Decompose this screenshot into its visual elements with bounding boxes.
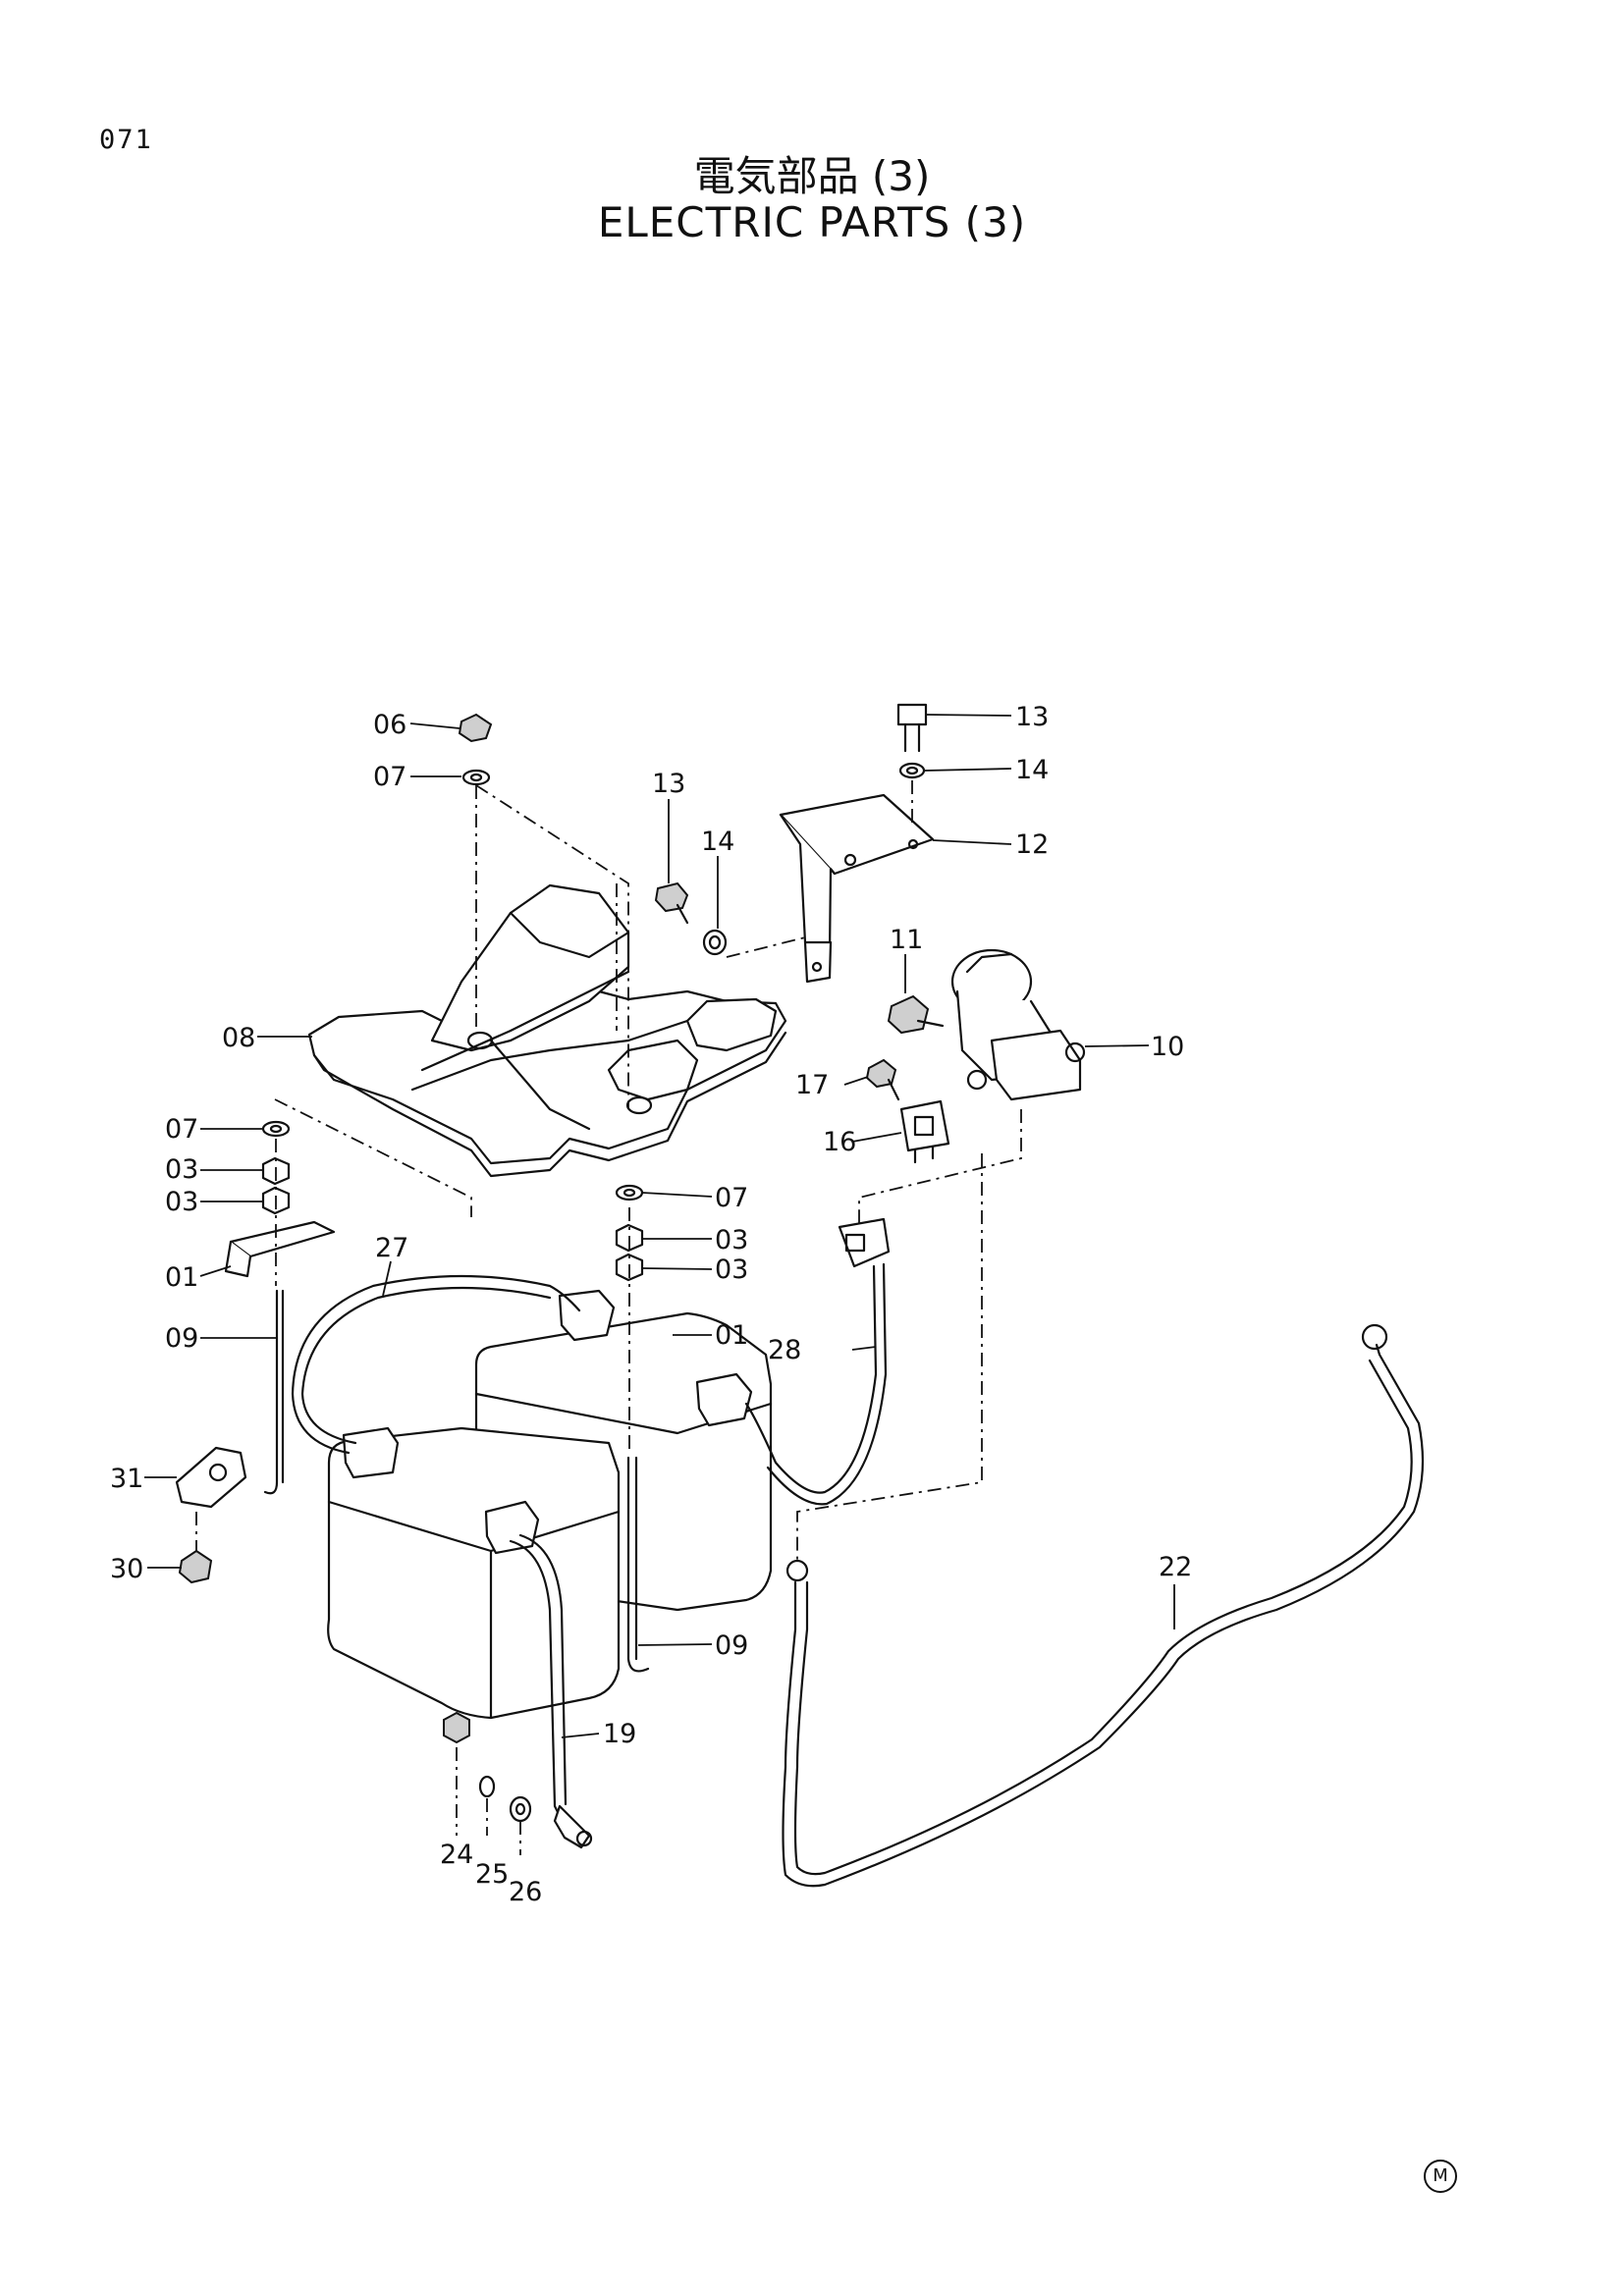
battery-front (327, 1426, 621, 1720)
callout-24: 24 (440, 1840, 473, 1870)
washer-07-right (615, 1184, 644, 1201)
callout-labels: 06 07 13 14 13 14 12 11 08 10 17 16 07 0… (110, 702, 1192, 1907)
terminal-cap-19 (484, 1500, 540, 1555)
callout-13-left: 13 (652, 769, 685, 799)
callout-22: 22 (1159, 1552, 1192, 1582)
callout-03-left-a: 03 (165, 1154, 198, 1185)
battery-relay-10 (950, 948, 1086, 1101)
callout-12: 12 (1015, 829, 1049, 860)
washer-14-left (702, 929, 728, 956)
title-japanese: 電気部品 (3) (693, 152, 931, 200)
callout-09-left: 09 (165, 1323, 198, 1354)
callout-14-right: 14 (1015, 755, 1049, 785)
callout-30: 30 (110, 1554, 143, 1584)
washer-07-top (461, 769, 491, 786)
cable-22 (782, 1323, 1425, 1888)
callout-19: 19 (603, 1719, 636, 1749)
callout-10: 10 (1151, 1032, 1184, 1062)
callout-26: 26 (509, 1877, 542, 1907)
callout-25: 25 (475, 1859, 509, 1890)
battery-tray-08 (307, 883, 787, 1178)
callout-11: 11 (890, 925, 923, 955)
callout-03-left-b: 03 (165, 1187, 198, 1217)
bracket-12 (779, 793, 935, 984)
callout-14-left: 14 (701, 827, 734, 857)
manufacturer-mark: M (1424, 2160, 1457, 2193)
callout-01-left: 01 (165, 1262, 198, 1293)
callout-07-top: 07 (373, 762, 406, 792)
page-number: 071 (99, 125, 153, 155)
leader-lines (144, 714, 1175, 1738)
callout-03-right-a: 03 (715, 1225, 748, 1255)
callout-28: 28 (768, 1335, 801, 1365)
callout-08: 08 (222, 1023, 255, 1053)
washer-14-right (898, 762, 926, 779)
callout-17: 17 (795, 1070, 829, 1100)
callout-16: 16 (823, 1127, 856, 1157)
callout-27: 27 (375, 1233, 408, 1263)
cable-27 (291, 1274, 581, 1455)
wing-nut-06 (458, 713, 493, 743)
bolt-11 (887, 994, 945, 1035)
callout-01-right: 01 (715, 1320, 748, 1351)
callout-07-right: 07 (715, 1183, 748, 1213)
callout-03-right-b: 03 (715, 1255, 748, 1285)
rod-09-right (626, 1456, 650, 1673)
assembly-lines (195, 780, 1022, 1855)
fuse-16 (899, 1099, 950, 1164)
rod-09-left (263, 1289, 285, 1495)
bolt-30 (178, 1549, 213, 1584)
washer-07-left (261, 1120, 291, 1138)
clamp-01-left (224, 1220, 336, 1278)
callout-09-right: 09 (715, 1630, 748, 1661)
nut-24 (443, 1711, 470, 1744)
callout-07-left: 07 (165, 1114, 198, 1145)
terminal-cap-27-a (342, 1426, 400, 1479)
callout-31: 31 (110, 1464, 143, 1494)
spring-washer-25 (478, 1775, 496, 1798)
terminal-cap-28 (695, 1372, 753, 1427)
screw-17 (865, 1058, 900, 1101)
bolt-13-right (896, 703, 928, 753)
cable-28 (744, 1217, 891, 1506)
bracket-31 (175, 1446, 247, 1509)
washer-26 (509, 1795, 532, 1823)
bolt-13-left (654, 881, 689, 925)
cable-19 (509, 1533, 593, 1849)
callout-13-right: 13 (1015, 702, 1049, 732)
title-english: ELECTRIC PARTS (3) (597, 198, 1027, 246)
callout-06: 06 (373, 710, 406, 740)
